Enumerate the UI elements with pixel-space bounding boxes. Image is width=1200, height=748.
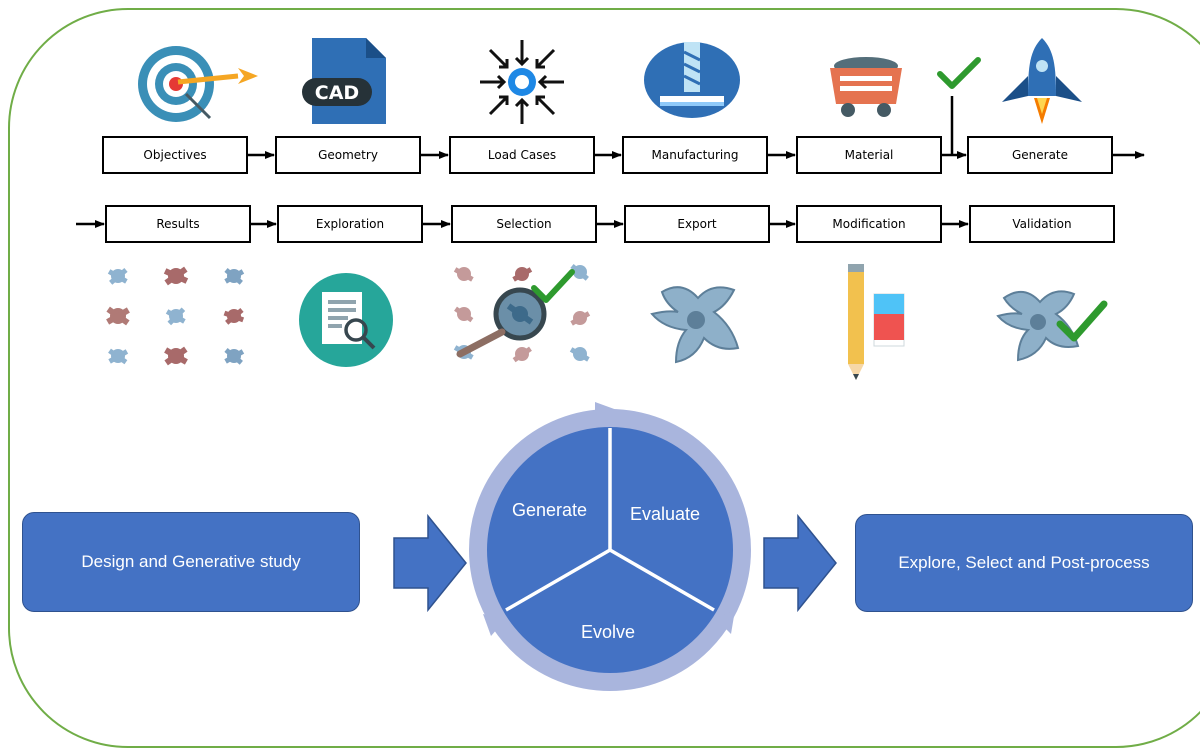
results-grid-icon bbox=[106, 266, 245, 366]
target-icon bbox=[138, 46, 258, 122]
load-cases-icon bbox=[480, 40, 564, 124]
document-search-icon bbox=[299, 273, 393, 367]
step-export: Export bbox=[624, 205, 770, 243]
validated-part-icon bbox=[996, 290, 1108, 362]
milling-tool-icon bbox=[644, 42, 740, 118]
step-generate: Generate bbox=[967, 136, 1113, 174]
step-modification: Modification bbox=[796, 205, 942, 243]
pencil-eraser-icon bbox=[848, 264, 905, 380]
cad-label: CAD bbox=[315, 82, 359, 104]
step-exploration: Exploration bbox=[277, 205, 423, 243]
generate-evaluate-evolve-cycle bbox=[469, 402, 751, 691]
step-geometry: Geometry bbox=[275, 136, 421, 174]
phase-explore-select-postprocess: Explore, Select and Post-process bbox=[855, 514, 1193, 612]
step-results: Results bbox=[105, 205, 251, 243]
cycle-label-evaluate: Evaluate bbox=[630, 504, 701, 524]
step-selection: Selection bbox=[451, 205, 597, 243]
cycle-label-generate: Generate bbox=[512, 500, 588, 520]
step-validation: Validation bbox=[969, 205, 1115, 243]
step-objectives: Objectives bbox=[102, 136, 248, 174]
phase-arrow-right-2 bbox=[763, 514, 837, 612]
3d-part-icon bbox=[650, 286, 740, 364]
phase-design-generative-study: Design and Generative study bbox=[22, 512, 360, 612]
step-manufacturing: Manufacturing bbox=[622, 136, 768, 174]
phase-arrow-right-1 bbox=[393, 514, 467, 612]
step-load-cases: Load Cases bbox=[449, 136, 595, 174]
cad-file-icon: CAD bbox=[302, 38, 386, 124]
selection-magnifier-icon bbox=[453, 264, 591, 363]
cycle-label-evolve: Evolve bbox=[581, 622, 636, 642]
material-cart-icon bbox=[830, 57, 902, 117]
connector-arrows bbox=[76, 96, 1145, 228]
checkmark-icon bbox=[937, 57, 981, 89]
rocket-icon bbox=[1002, 38, 1082, 124]
step-material: Material bbox=[796, 136, 942, 174]
